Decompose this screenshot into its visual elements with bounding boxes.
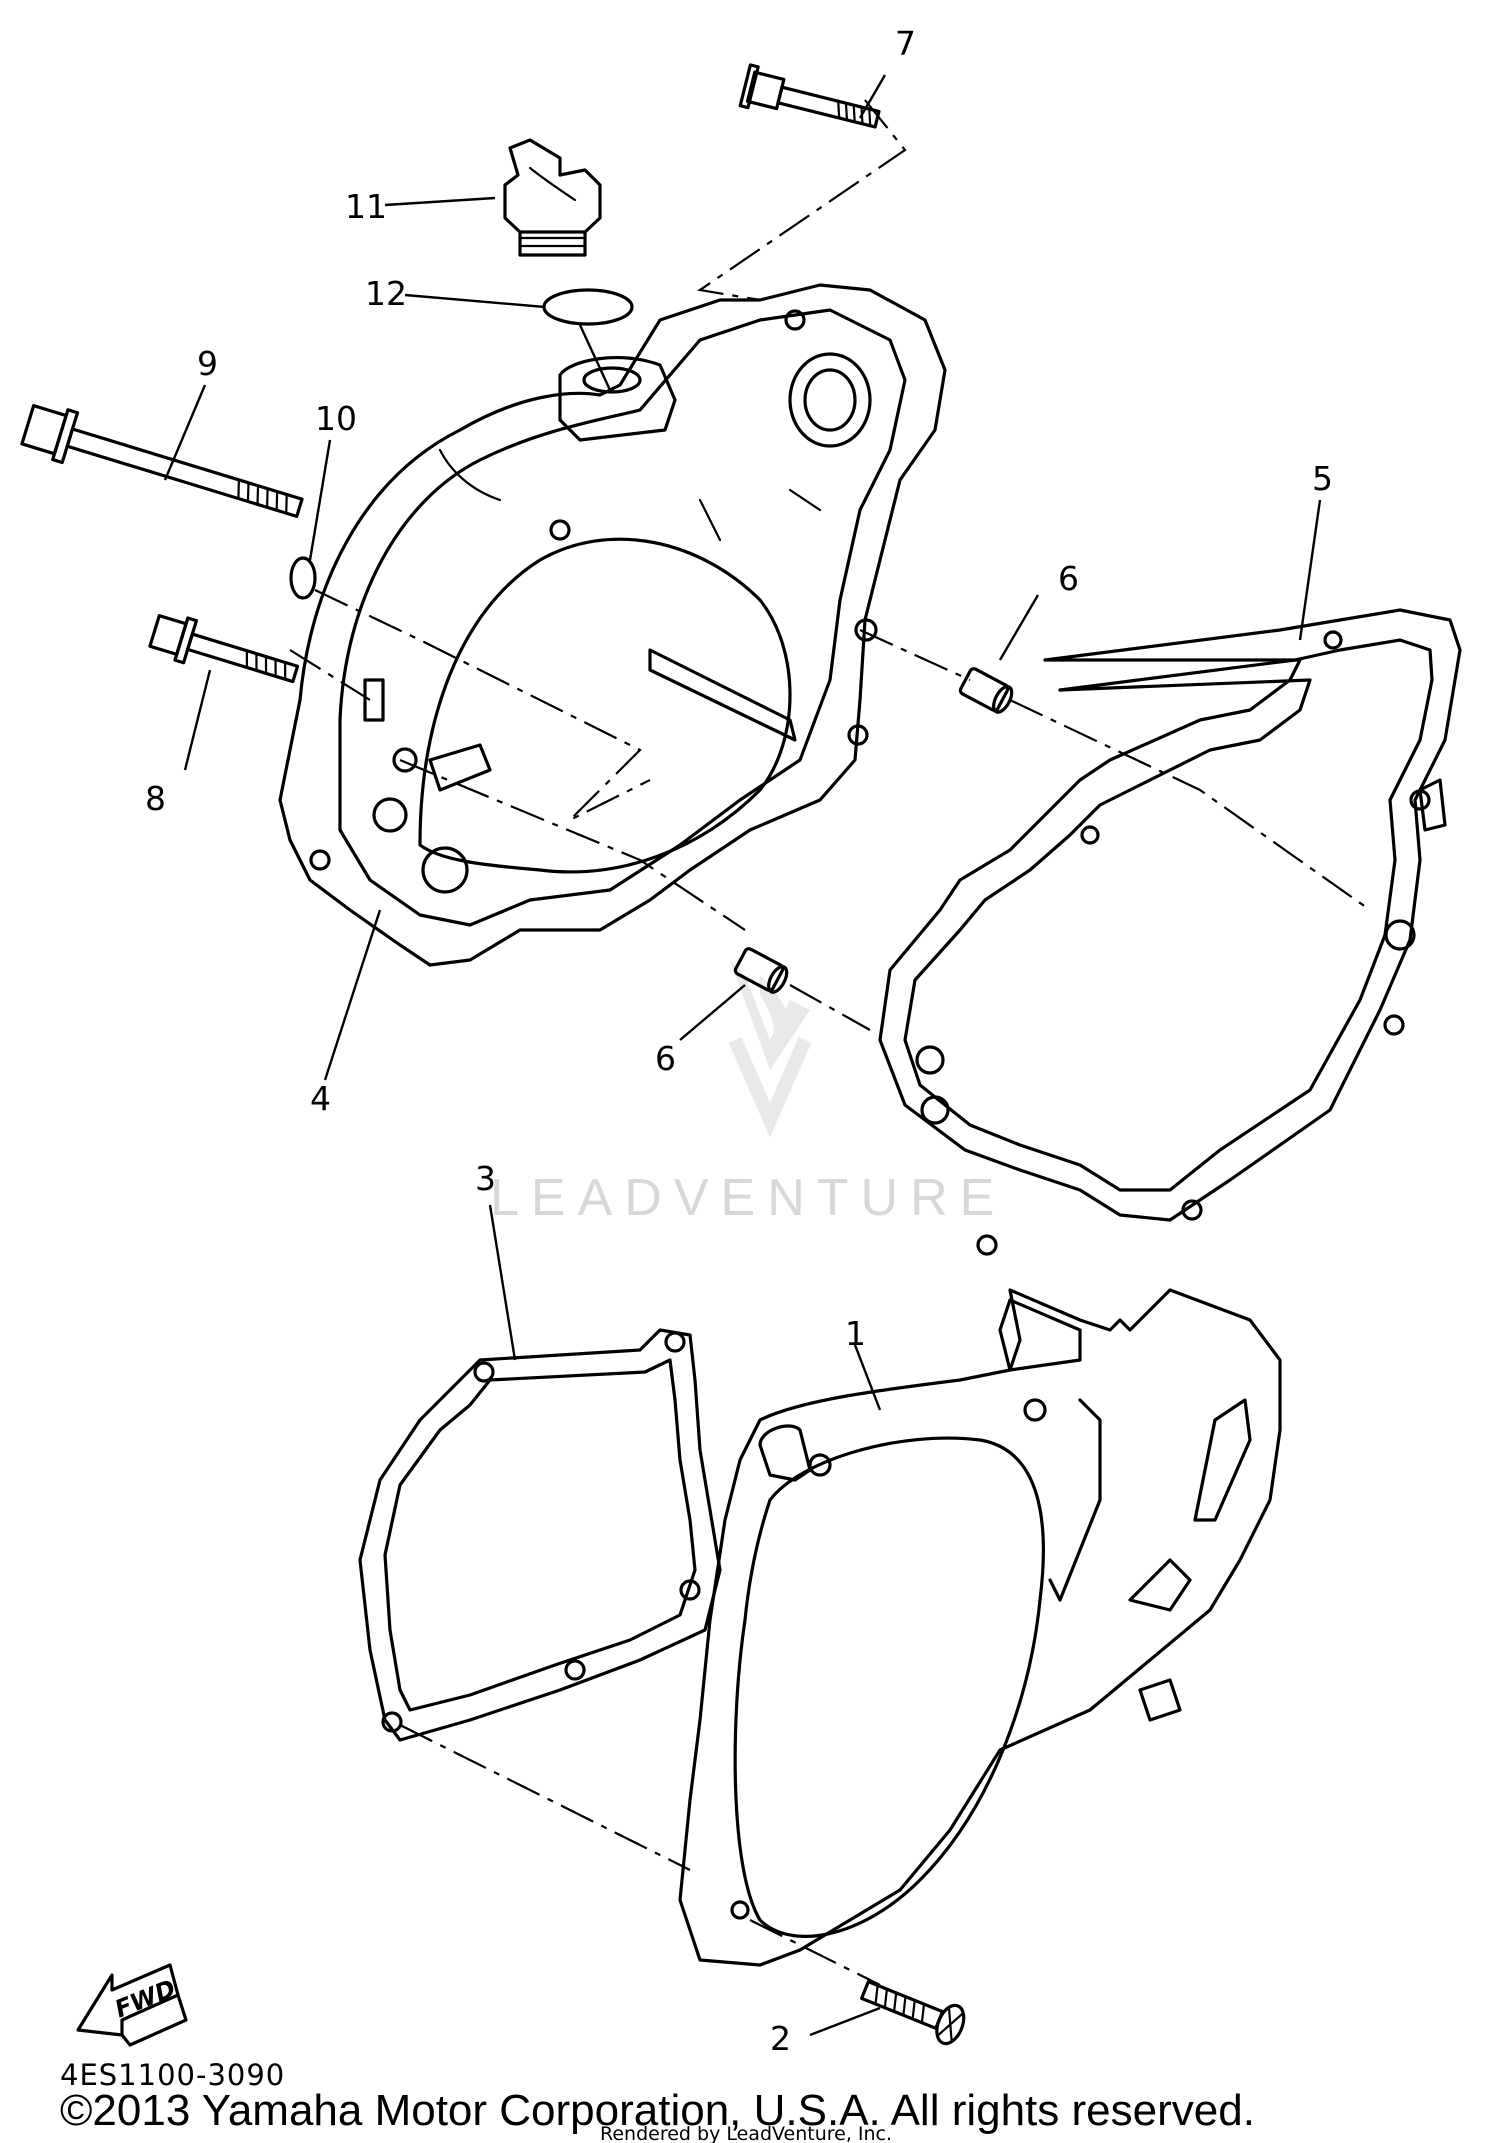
part-6-dowel-lower [733, 947, 789, 994]
part-9-long-bolt [20, 404, 304, 518]
part-7-bolt [738, 63, 881, 129]
part-2-screw [860, 1980, 966, 2046]
part-11-filler-plug [503, 138, 602, 257]
part-3-gasket [358, 1328, 722, 1742]
part-12-o-ring [542, 288, 634, 326]
callout-10: 10 [315, 399, 357, 438]
callout-9: 9 [197, 344, 218, 383]
part-4-crankcase-cover [278, 283, 947, 967]
part-1-outer-cover [678, 1288, 1282, 1967]
part-10-washer [289, 556, 317, 600]
callout-1: 1 [845, 1314, 866, 1353]
callout-3: 3 [475, 1159, 496, 1198]
callout-2: 2 [770, 2019, 791, 2058]
callout-11: 11 [345, 187, 387, 226]
callout-7: 7 [895, 24, 916, 63]
callout-6-lower: 6 [655, 1039, 676, 1078]
leader-lines [163, 74, 1322, 2037]
callout-4: 4 [310, 1079, 331, 1118]
diagram-code: 4ES1100-3090 [60, 2058, 285, 2092]
copyright-text: ©2013 Yamaha Motor Corporation, U.S.A. A… [60, 2086, 1255, 2135]
assembly-lines [289, 99, 1371, 1986]
part-8-bolt [148, 614, 300, 684]
leadventure-watermark-logo [728, 960, 812, 1138]
callout-6-upper: 6 [1058, 559, 1079, 598]
fwd-label: FWD [111, 1974, 180, 2023]
callout-8: 8 [145, 779, 166, 818]
callout-12: 12 [365, 274, 407, 313]
part-5-gasket [878, 608, 1462, 1256]
callout-5: 5 [1312, 459, 1333, 498]
watermark-text: LEADVENTURE [490, 1169, 1006, 1227]
part-6-dowel-upper [958, 667, 1014, 714]
rendered-by-text: Rendered by LeadVenture, Inc. [600, 2123, 892, 2143]
fwd-arrow-icon [76, 1963, 188, 2047]
